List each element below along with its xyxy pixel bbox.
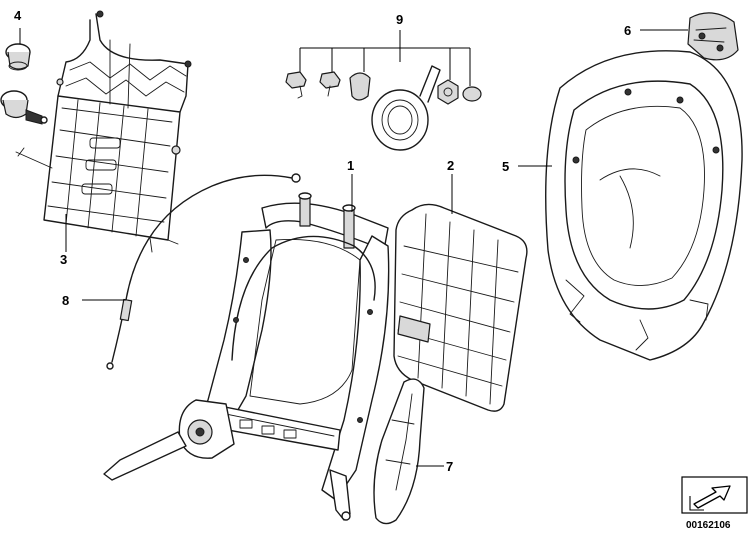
part-8-cable [106,173,301,370]
callout-9: 9 [396,12,403,27]
part-2-grid-pad [393,203,528,412]
callout-7: 7 [446,459,453,474]
part-3-spring-mat [15,10,192,253]
part-4-grommets [0,43,48,125]
part-6-cover-cap [687,12,739,61]
part-9-fasteners [285,30,482,151]
callout-8: 8 [62,293,69,308]
part-5-backrest-panel [545,50,743,361]
callout-6: 6 [624,23,631,38]
callout-5: 5 [502,159,509,174]
leader-lines [19,28,688,467]
callout-1: 1 [347,158,354,173]
part-7-side-cover [373,378,425,525]
part-1-backrest-frame [103,192,390,521]
document-id: 00162106 [686,520,731,531]
callout-3: 3 [60,252,67,267]
callout-4: 4 [14,8,22,23]
callout-labels: 4 3 8 1 2 5 6 9 7 [14,8,631,474]
arrow-navigation-icon[interactable] [681,476,748,514]
callout-2: 2 [447,158,454,173]
